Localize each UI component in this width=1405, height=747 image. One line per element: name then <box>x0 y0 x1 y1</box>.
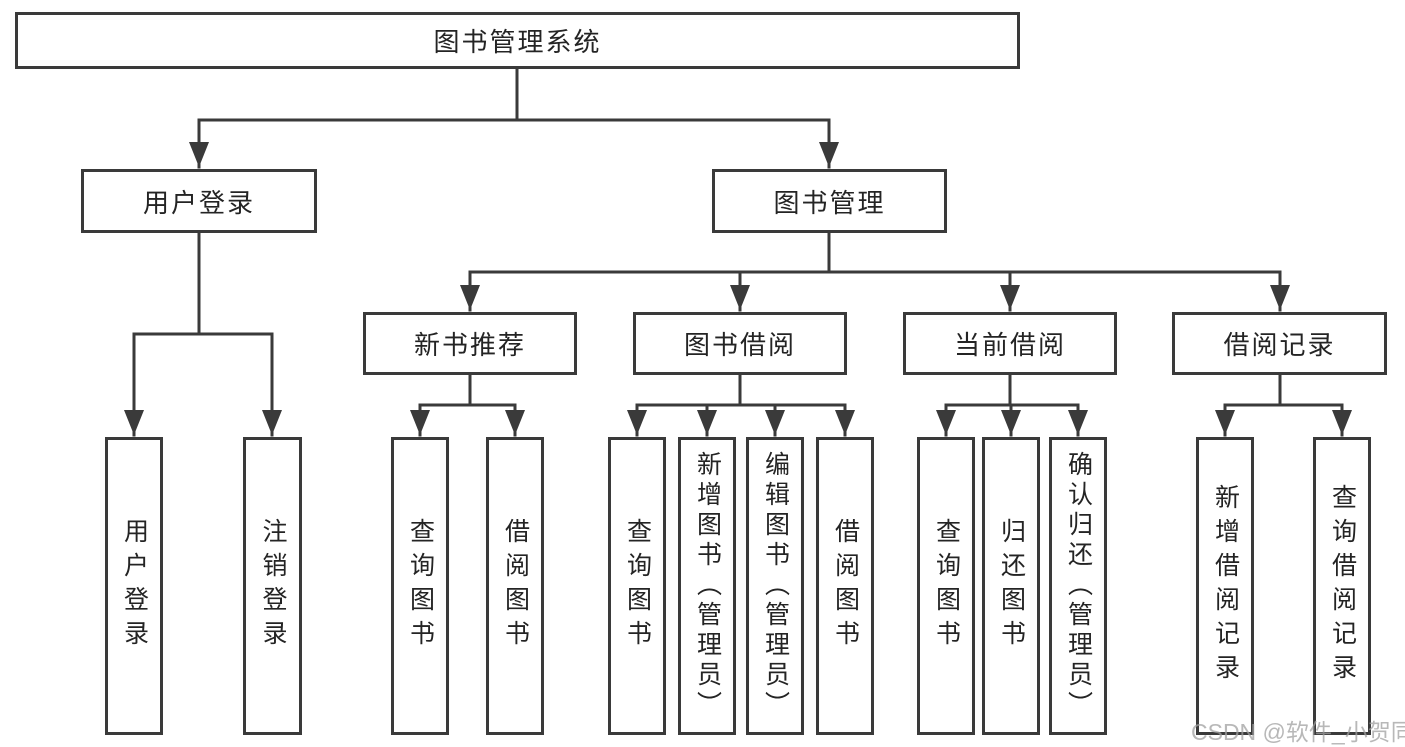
node-new-book-recommendation: 新书推荐 <box>363 312 577 375</box>
node-library-management-system: 图书管理系统 <box>15 12 1020 69</box>
leaf-query-borrow-record: 查询借阅记录 <box>1313 437 1371 735</box>
node-book-management: 图书管理 <box>712 169 947 233</box>
leaf-add-borrow-record: 新增借阅记录 <box>1196 437 1254 735</box>
leaf-query-books-borrowing: 查询图书 <box>608 437 666 735</box>
node-borrowing-records: 借阅记录 <box>1172 312 1387 375</box>
leaf-user-login: 用户登录 <box>105 437 163 735</box>
leaf-borrow-books-recommend: 借阅图书 <box>486 437 544 735</box>
leaf-query-books-recommend: 查询图书 <box>391 437 449 735</box>
leaf-borrow-books-borrowing: 借阅图书 <box>816 437 874 735</box>
csdn-watermark: CSDN @软件_小贺同学 <box>1191 719 1405 745</box>
leaf-confirm-return-admin: 确认归还（管理员） <box>1049 437 1107 735</box>
leaf-query-books-current: 查询图书 <box>917 437 975 735</box>
leaf-add-book-admin: 新增图书（管理员） <box>678 437 736 735</box>
node-current-borrowing: 当前借阅 <box>903 312 1117 375</box>
leaf-logout: 注销登录 <box>243 437 302 735</box>
leaf-return-books: 归还图书 <box>982 437 1040 735</box>
node-book-borrowing: 图书借阅 <box>633 312 847 375</box>
node-user-login: 用户登录 <box>81 169 317 233</box>
leaf-edit-book-admin: 编辑图书（管理员） <box>746 437 804 735</box>
